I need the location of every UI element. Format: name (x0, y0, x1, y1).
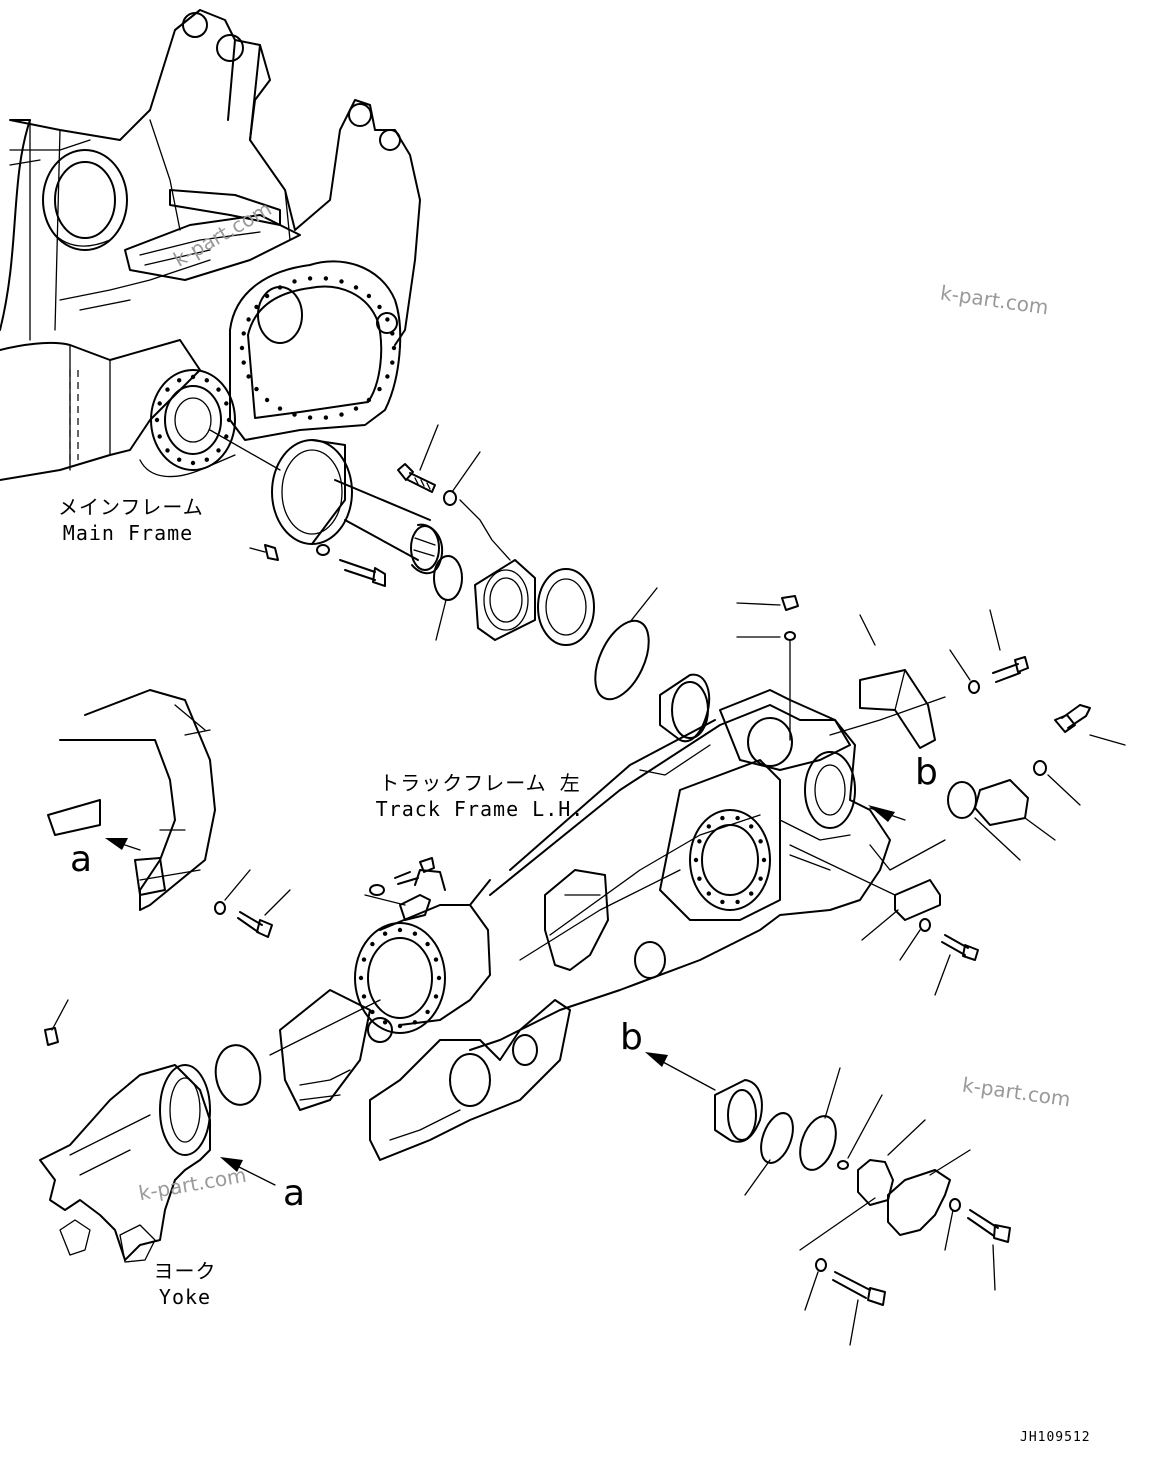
view-arrow-a-upper (105, 838, 141, 851)
cover-plates (869, 704, 1126, 871)
track-frame-drawing (269, 689, 891, 1161)
main-frame-label-en: Main Frame (62, 521, 194, 545)
view-marker-a-lower: a (283, 1173, 306, 1214)
yoke-label-jp: ヨーク (153, 1259, 217, 1283)
bolt-hole-pattern (358, 815, 767, 1029)
drawing-code: JH109512 (1020, 1430, 1091, 1445)
grease-fitting (736, 595, 799, 741)
yoke-label-en: Yoke (158, 1285, 212, 1309)
main-frame-label-jp: メインフレーム (58, 495, 204, 519)
arrow-b-lower (645, 1052, 716, 1091)
track-frame-label-en: Track Frame L.H. (375, 797, 585, 821)
access-cover (789, 844, 979, 996)
view-marker-a-upper: a (70, 839, 93, 880)
view-arrow-b-upper (868, 805, 906, 822)
guard-plate-b (829, 609, 1029, 749)
yoke-drawing (39, 999, 211, 1263)
lower-bushing-set (714, 1067, 1011, 1346)
o-ring (214, 1044, 262, 1106)
pivot-shaft (249, 439, 443, 587)
view-arrow-a-lower (220, 1157, 276, 1186)
bolt-hole-pattern (154, 276, 397, 466)
track-frame-label-jp: トラックフレーム 左 (379, 771, 581, 795)
shaft-bolt-set (397, 424, 511, 561)
shaft-seals (433, 555, 710, 743)
view-marker-b-upper: b (915, 752, 938, 793)
guard-plate-a (47, 689, 291, 938)
view-marker-b-lower: b (620, 1017, 643, 1058)
main-frame-drawing (0, 9, 421, 481)
